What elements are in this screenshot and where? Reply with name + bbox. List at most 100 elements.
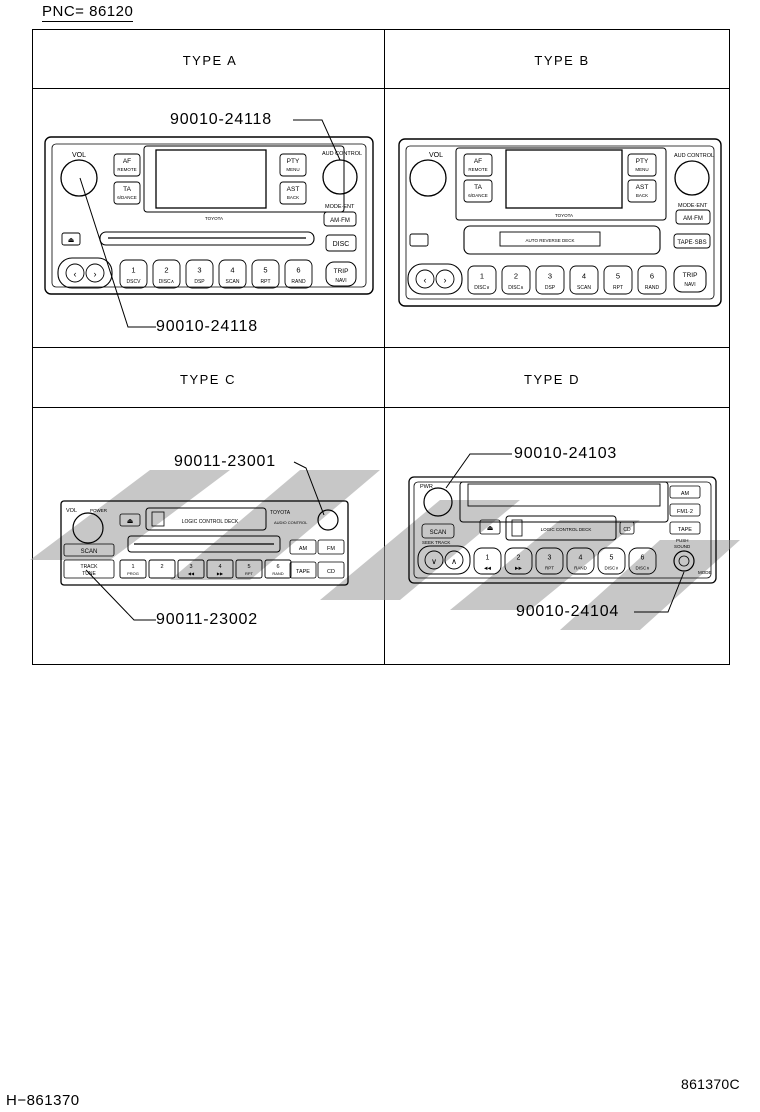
- svg-text:TOYOTA: TOYOTA: [555, 213, 573, 218]
- a-ast-button: [279, 181, 307, 205]
- preset-number: 4: [230, 266, 234, 275]
- radio-type-a: VOL AF REMOTE TA 6/DANCE PTY MENU AST BA…: [44, 136, 374, 295]
- svg-text:SCAN: SCAN: [430, 530, 447, 536]
- grid-divider-middle: [32, 347, 730, 348]
- a-eject-button: [61, 232, 81, 246]
- a-seek-rocker: [57, 257, 113, 289]
- preset-sublabel: RAND: [574, 565, 588, 570]
- radio-type-d: PWR SCAN ⏏ LOGIC CONTROL DECK CD AM FM1·…: [408, 476, 717, 584]
- preset-sublabel: RPT: [613, 285, 623, 291]
- svg-text:PUSH: PUSH: [676, 538, 689, 543]
- preset-number: 3: [197, 266, 201, 275]
- preset-number: 2: [514, 272, 518, 281]
- svg-text:AUTO REVERSE DECK: AUTO REVERSE DECK: [526, 238, 575, 243]
- svg-text:AUDIO CONTROL: AUDIO CONTROL: [274, 520, 308, 525]
- preset-number: 3: [548, 555, 552, 562]
- svg-text:TOYOTA: TOYOTA: [205, 216, 223, 221]
- svg-text:VOL: VOL: [66, 508, 77, 514]
- svg-text:FM1·2: FM1·2: [677, 509, 693, 515]
- preset-sublabel: DSP: [545, 285, 556, 291]
- type-d-header: TYPE D: [524, 372, 580, 387]
- svg-text:FM: FM: [327, 546, 335, 552]
- figure-code: 861370C: [681, 1076, 740, 1092]
- svg-text:TRACK: TRACK: [81, 564, 99, 570]
- svg-text:TRIP: TRIP: [683, 272, 698, 279]
- svg-text:PTY: PTY: [287, 158, 300, 165]
- a-ta-button: [113, 181, 141, 205]
- svg-text:REMOTE: REMOTE: [117, 167, 136, 172]
- preset-number: 5: [616, 272, 620, 281]
- c-preset-3-button: 3◀◀: [177, 559, 205, 579]
- a-aud-control-label: AUD CONTROL: [322, 151, 362, 157]
- radio-type-c: VOL POWER ⏏ LOGIC CONTROL DECK TOYOTA AU…: [60, 500, 349, 586]
- svg-text:AM·FM: AM·FM: [683, 216, 703, 222]
- preset-number: 3: [189, 564, 192, 570]
- a-pty-button: [279, 153, 307, 177]
- svg-text:VOL: VOL: [429, 152, 443, 159]
- preset-sublabel: DISC∨: [474, 285, 490, 291]
- svg-text:DISC: DISC: [333, 241, 350, 248]
- preset-number: 4: [218, 564, 221, 570]
- c-audio-knob: [317, 509, 339, 531]
- preset-number: 2: [517, 555, 521, 562]
- preset-number: 5: [263, 266, 267, 275]
- svg-text:AST: AST: [636, 184, 649, 191]
- preset-number: 1: [131, 564, 134, 570]
- d-mode-knob: [673, 550, 695, 572]
- type-b-header: TYPE B: [534, 53, 590, 68]
- callout-c-top: 90011-23001: [174, 453, 276, 470]
- c-preset-2-button: 2: [148, 559, 176, 579]
- callout-d-bottom: 90010-24104: [516, 603, 620, 620]
- callout-d-top: 90010-24103: [514, 445, 618, 462]
- svg-text:PTY: PTY: [636, 158, 649, 165]
- grid-divider-header-bottom: [32, 407, 730, 408]
- preset-number: 1: [131, 266, 135, 275]
- svg-text:∨: ∨: [431, 557, 437, 566]
- a-disc-button: [325, 234, 357, 252]
- a-af-button: [113, 153, 141, 177]
- b-vol-knob: [409, 159, 447, 197]
- svg-text:⏏: ⏏: [127, 518, 134, 525]
- svg-text:LOGIC CONTROL DECK: LOGIC CONTROL DECK: [182, 519, 239, 525]
- svg-text:AM: AM: [299, 546, 308, 552]
- svg-text:MENU: MENU: [286, 167, 299, 172]
- a-vol-knob: [60, 159, 98, 197]
- svg-text:TA: TA: [474, 184, 482, 191]
- svg-text:∧: ∧: [451, 557, 457, 566]
- svg-text:AM·FM: AM·FM: [330, 218, 350, 224]
- leader-lines: [79, 119, 685, 621]
- preset-number: 1: [480, 272, 484, 281]
- preset-sublabel: RAND: [645, 285, 660, 291]
- page-code: H−861370: [6, 1092, 80, 1109]
- svg-text:AF: AF: [123, 158, 131, 165]
- svg-text:AST: AST: [287, 186, 300, 193]
- preset-sublabel: RPT: [245, 571, 254, 576]
- preset-number: 2: [160, 564, 163, 570]
- svg-text:BACK: BACK: [636, 193, 648, 198]
- svg-text:TAPE·SBS: TAPE·SBS: [677, 240, 706, 246]
- preset-sublabel: ◀◀: [484, 565, 491, 570]
- preset-number: 1: [486, 555, 490, 562]
- preset-sublabel: DISC∧: [508, 285, 524, 291]
- d-pwr-knob: [423, 487, 453, 517]
- b-cassette-door: [463, 225, 661, 255]
- callout-a-top: 90010-24118: [170, 111, 272, 128]
- svg-text:MODE·ENT: MODE·ENT: [678, 203, 708, 209]
- preset-sublabel: RAND: [272, 571, 283, 576]
- callout-c-bottom: 90011-23002: [156, 611, 258, 628]
- a-amfm-button: [323, 211, 357, 227]
- callout-a-bottom: 90010-24118: [156, 318, 258, 335]
- svg-text:SCAN: SCAN: [81, 549, 98, 555]
